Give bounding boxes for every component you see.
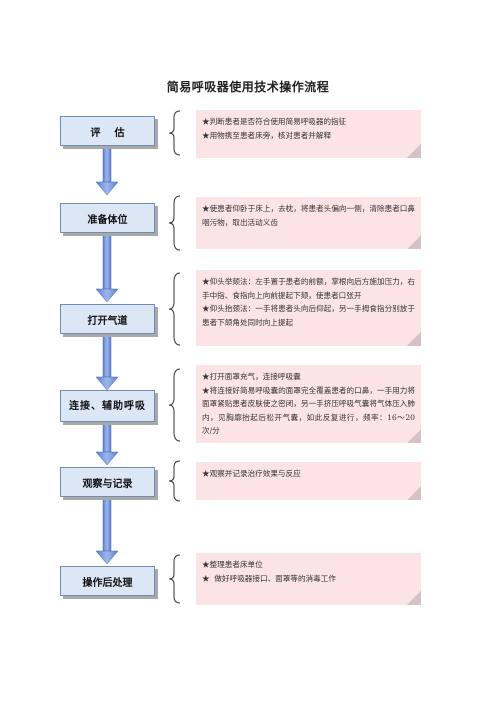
brace-2 — [168, 195, 181, 251]
step-connect-ventilate: 连接、辅助呼吸 — [60, 390, 155, 422]
step-label: 连接、辅助呼吸 — [69, 400, 145, 412]
step-label: 评 估 — [90, 127, 125, 139]
arrow-4 — [95, 420, 119, 466]
note-line: ★用物携至患者床旁，核对患者并解释 — [202, 130, 332, 140]
step-assess: 评 估 — [60, 116, 155, 146]
arrow-3 — [95, 334, 119, 391]
note-line: ★判断患者是否符合使用简易呼吸器的指征 — [202, 117, 347, 126]
note-line: ★使患者仰卧于床上，去枕，将患者头偏向一侧，清除患者口鼻咽污物，取出活动义齿 — [202, 204, 415, 227]
brace-3 — [168, 272, 181, 346]
step-label: 观察与记录 — [82, 478, 133, 490]
note-line: ★打开面罩充气，连接呼吸囊 — [202, 372, 301, 381]
note-line: ★将连接好简易呼吸囊的面罩完全覆盖患者的口鼻，一手用力将面罩紧贴患者皮肤使之密闭… — [202, 385, 415, 436]
arrow-1 — [95, 145, 119, 196]
note-line: ★仰头举颏法：左手置于患者的前额，掌根向后方施加压力，右手中指、食指向上向前提起… — [202, 277, 415, 300]
note-position: ★使患者仰卧于床上，去枕，将患者头偏向一侧，清除患者口鼻咽污物，取出活动义齿 — [196, 197, 421, 249]
step-position: 准备体位 — [60, 203, 155, 233]
step-label: 准备体位 — [87, 214, 128, 226]
note-observe-record: ★观察并记录治疗效果与反应 — [196, 462, 421, 500]
note-line: ★整理患者床单位 — [202, 560, 263, 569]
arrow-2 — [95, 232, 119, 303]
note-line: ★观察并记录治疗效果与反应 — [202, 469, 301, 478]
step-post-process: 操作后处理 — [60, 566, 155, 596]
step-open-airway: 打开气道 — [60, 304, 155, 334]
note-line: ★ 做好呼吸器接口、面罩等的消毒工作 — [202, 573, 336, 583]
note-connect-ventilate: ★打开面罩充气，连接呼吸囊 ★将连接好简易呼吸囊的面罩完全覆盖患者的口鼻，一手用… — [196, 365, 421, 443]
page-title: 简易呼吸器使用技术操作流程 — [166, 80, 330, 94]
step-observe-record: 观察与记录 — [60, 467, 155, 497]
arrow-5 — [95, 496, 119, 565]
note-open-airway: ★仰头举颏法：左手置于患者的前额，掌根向后方施加压力，右手中指、食指向上向前提起… — [196, 270, 421, 346]
step-label: 操作后处理 — [82, 577, 133, 589]
brace-1 — [168, 110, 181, 156]
note-line: ★仰头抬颈法：一手将患者头向后仰起，另一手拇食指分别放于患者下颌角处同时向上提起 — [202, 304, 415, 327]
note-assess: ★判断患者是否符合使用简易呼吸器的指征 ★用物携至患者床旁，核对患者并解释 — [196, 110, 421, 158]
brace-5 — [168, 460, 181, 502]
brace-6 — [168, 554, 181, 604]
step-label: 打开气道 — [87, 315, 128, 327]
brace-4 — [168, 368, 181, 442]
note-post-process: ★整理患者床单位 ★ 做好呼吸器接口、面罩等的消毒工作 — [196, 553, 421, 605]
